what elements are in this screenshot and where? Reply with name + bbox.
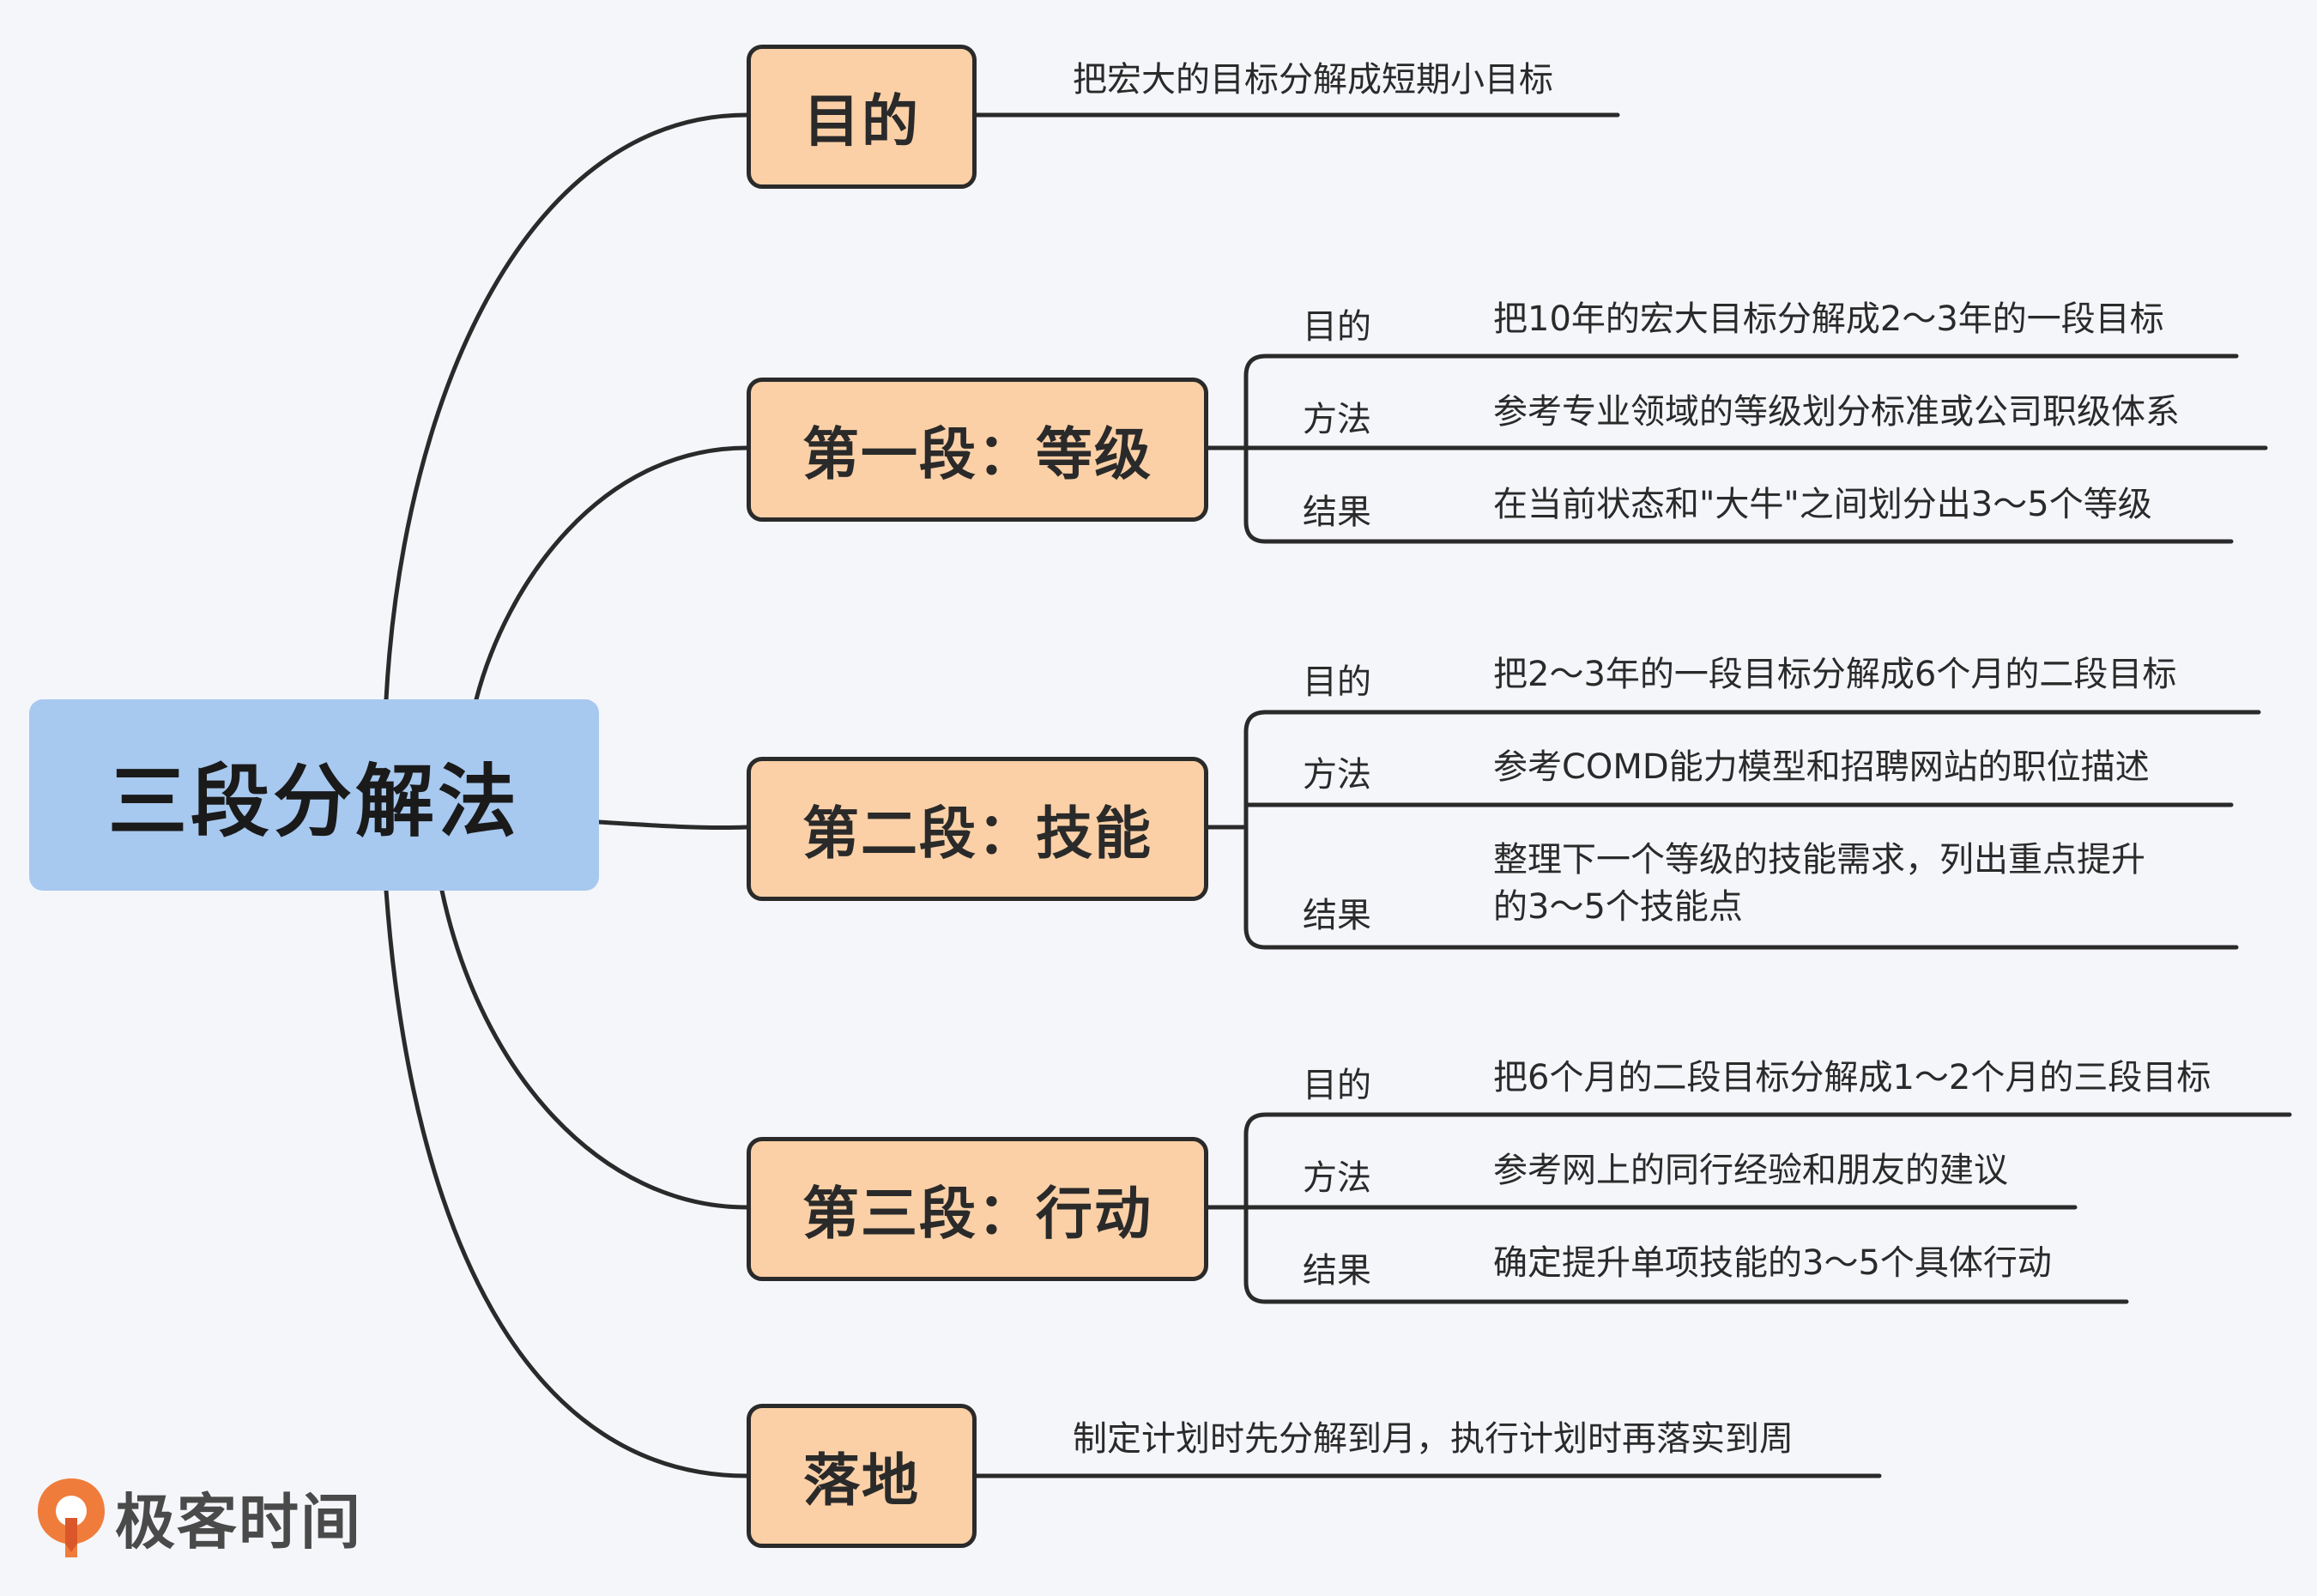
branch-purpose: 目的 [747, 45, 977, 189]
branch-landing-label: 落地 [803, 1448, 920, 1514]
geektime-logo-icon [38, 1478, 105, 1557]
root-node: 三段分解法 [29, 699, 599, 891]
connector-root-purpose [384, 112, 749, 702]
branch-stage3-label: 第三段：行动 [802, 1181, 1152, 1247]
landing-note: 制定计划时先分解到月，执行计划时再落实到周 [1073, 1419, 1794, 1459]
root-title: 三段分解法 [107, 756, 520, 848]
branch-stage3: 第三段：行动 [747, 1137, 1208, 1281]
stage1-key-1: 目的 [1303, 307, 1371, 347]
stage2-key-2: 方法 [1303, 755, 1371, 795]
stage3-key-1: 目的 [1303, 1066, 1371, 1105]
logo-text: 极客时间 [115, 1487, 362, 1557]
stage1-key-2: 方法 [1303, 400, 1371, 439]
stage3-value-3: 确定提升单项技能的3～5个具体行动 [1493, 1243, 2052, 1283]
stage1-key-3: 结果 [1303, 493, 1371, 532]
stage2-value-3-line2: 的3～5个技能点 [1493, 887, 1743, 927]
branch-stage2: 第二段：技能 [747, 757, 1208, 901]
stage3-key-2: 方法 [1303, 1158, 1371, 1198]
connector-root-stage1 [474, 445, 749, 702]
connector-root-stage2 [596, 819, 749, 831]
purpose-note: 把宏大的目标分解成短期小目标 [1073, 60, 1553, 100]
brand-logo: 极客时间 [34, 1474, 362, 1561]
branch-landing: 落地 [747, 1404, 977, 1548]
stage2-value-1: 把2～3年的一段目标分解成6个月的二段目标 [1493, 655, 2177, 694]
stage1-value-3: 在当前状态和"大牛"之间划分出3～5个等级 [1493, 485, 2152, 524]
connector-root-landing [384, 888, 749, 1478]
branch-stage1: 第一段：等级 [747, 378, 1208, 522]
stage3-key-3: 结果 [1303, 1251, 1371, 1291]
stage3-value-1: 把6个月的二段目标分解成1～2个月的三段目标 [1493, 1058, 2211, 1097]
branch-purpose-label: 目的 [803, 88, 920, 154]
branch-stage1-label: 第一段：等级 [802, 421, 1152, 487]
stage2-key-1: 目的 [1303, 662, 1371, 702]
branch-stage2-label: 第二段：技能 [802, 801, 1152, 867]
stage1-value-2: 参考专业领域的等级划分标准或公司职级体系 [1493, 392, 2180, 432]
stage3-value-2: 参考网上的同行经验和朋友的建议 [1493, 1151, 2008, 1190]
stage1-value-1: 把10年的宏大目标分解成2～3年的一段目标 [1493, 299, 2164, 339]
stage2-value-3-line1: 整理下一个等级的技能需求，列出重点提升 [1493, 840, 2145, 880]
stage2-bracket [1243, 710, 1268, 950]
stage2-value-2: 参考COMD能力模型和招聘网站的职位描述 [1493, 747, 2150, 787]
stage2-key-3: 结果 [1303, 896, 1371, 935]
connector-root-stage3 [439, 888, 749, 1210]
